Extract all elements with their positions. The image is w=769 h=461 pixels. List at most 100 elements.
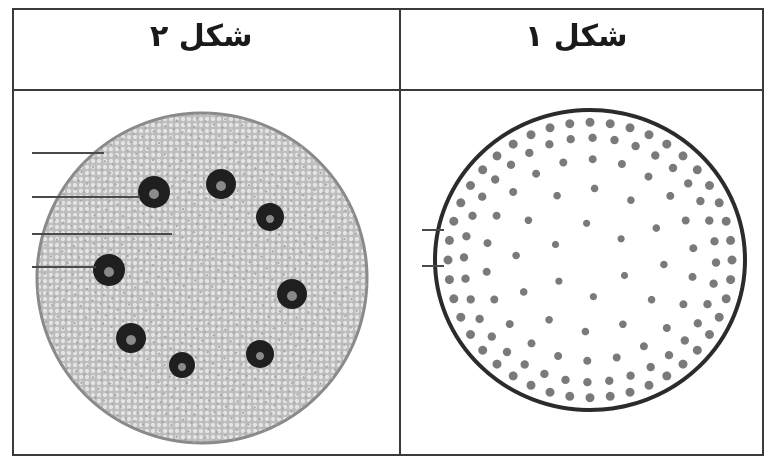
vascular-bundle — [521, 360, 529, 368]
vascular-bundle — [681, 336, 689, 344]
vascular-bundle — [527, 381, 536, 390]
vascular-bundle — [565, 392, 574, 401]
vascular-bundle — [583, 378, 591, 386]
vascular-bundle — [509, 188, 517, 196]
vascular-bundle — [645, 173, 653, 181]
vascular-bundle — [475, 315, 483, 323]
vascular-bundle — [462, 232, 470, 240]
vascular-bundle — [555, 278, 562, 285]
vascular-bundle — [493, 360, 502, 369]
vascular-bundle — [693, 346, 702, 355]
vascular-bundle — [478, 193, 486, 201]
vascular-bundle — [705, 216, 713, 224]
vascular-bundle — [722, 217, 731, 226]
vascular-bundle — [586, 118, 595, 127]
vascular-bundle — [626, 372, 634, 380]
vascular-bundle — [627, 196, 635, 204]
vascular-bundle — [525, 149, 533, 157]
vascular-bundle — [553, 192, 561, 200]
vascular-bundle — [466, 181, 475, 190]
vascular-bundle — [662, 140, 671, 149]
vascular-bundle — [488, 332, 496, 340]
vascular-bundle — [619, 321, 627, 329]
vascular-bundle — [561, 376, 569, 384]
vascular-bundle — [715, 313, 724, 322]
vascular-bundle — [466, 330, 475, 339]
vascular-bundle — [460, 253, 468, 261]
vascular-bundle — [728, 256, 737, 265]
vascular-bundle — [503, 348, 511, 356]
vascular-bundle — [478, 346, 487, 355]
vascular-bundle — [532, 170, 540, 178]
vascular-bundle — [606, 119, 615, 128]
vascular-bundle — [640, 342, 648, 350]
vascular-bundle — [528, 339, 536, 347]
vascular-bundle — [703, 300, 711, 308]
vascular-bundle — [605, 377, 613, 385]
vascular-bundle — [665, 351, 673, 359]
vascular-bundle — [445, 236, 454, 245]
vascular-bundle — [509, 140, 518, 149]
vascular-bundle — [684, 179, 692, 187]
vascular-bundle — [567, 135, 575, 143]
vascular-bundle — [527, 130, 536, 139]
figure-1-header: شکل ۱ — [525, 22, 627, 52]
vascular-bundle — [591, 185, 599, 193]
vascular-bundle — [444, 256, 453, 265]
vascular-bundle — [467, 295, 475, 303]
vascular-bundle — [478, 165, 487, 174]
vascular-bundle — [606, 392, 615, 401]
vascular-bundle — [491, 175, 499, 183]
vascular-bundle — [618, 160, 626, 168]
vascular-bundle — [589, 155, 597, 163]
vascular-bundle — [618, 235, 625, 242]
vascular-bundle — [565, 119, 574, 128]
vascular-bundle — [647, 363, 655, 371]
vascular-bundle — [710, 237, 718, 245]
vascular-bundle — [493, 151, 502, 160]
vascular-bundle — [679, 360, 688, 369]
fig2-cross-section — [32, 113, 367, 443]
vascular-bundle — [610, 136, 618, 144]
vascular-bundle — [509, 371, 518, 380]
vascular-bundle — [540, 370, 548, 378]
vascular-bundle — [726, 236, 735, 245]
vascular-bundle — [546, 123, 555, 132]
vascular-bundle — [483, 268, 491, 276]
vascular-bundle — [525, 217, 533, 225]
vascular-bundle — [456, 313, 465, 322]
vascular-bundle — [546, 388, 555, 397]
vascular-bundle — [709, 280, 717, 288]
fig1-stem-outline — [435, 110, 745, 410]
vascular-bundle — [520, 288, 528, 296]
comparison-table — [12, 8, 764, 456]
vascular-bundle — [552, 241, 559, 248]
vascular-bundle — [653, 224, 661, 232]
vascular-bundle — [696, 197, 704, 205]
vascular-bundle — [705, 330, 714, 339]
vascular-bundle — [669, 164, 677, 172]
vascular-bundle — [663, 324, 671, 332]
vascular-bundle — [506, 320, 514, 328]
vascular-bundle — [693, 165, 702, 174]
vascular-bundle — [715, 198, 724, 207]
vascular-bundle — [554, 352, 562, 360]
figure-2-header: شکل ۲ — [150, 22, 252, 52]
vascular-bundle — [645, 130, 654, 139]
vascular-bundle — [490, 296, 498, 304]
vascular-bundle — [679, 300, 687, 308]
vascular-bundle — [651, 151, 659, 159]
vascular-bundle — [705, 181, 714, 190]
vascular-bundle — [449, 217, 458, 226]
vascular-bundle — [582, 328, 590, 336]
vascular-bundle — [583, 357, 591, 365]
vascular-bundle — [626, 388, 635, 397]
vascular-bundle — [679, 151, 688, 160]
vascular-bundle — [726, 275, 735, 284]
vascular-bundle — [512, 252, 520, 260]
vascular-bundle — [559, 159, 567, 167]
vascular-bundle — [456, 198, 465, 207]
vascular-bundle — [507, 161, 515, 169]
vascular-bundle — [493, 212, 501, 220]
vascular-bundle — [445, 275, 454, 284]
